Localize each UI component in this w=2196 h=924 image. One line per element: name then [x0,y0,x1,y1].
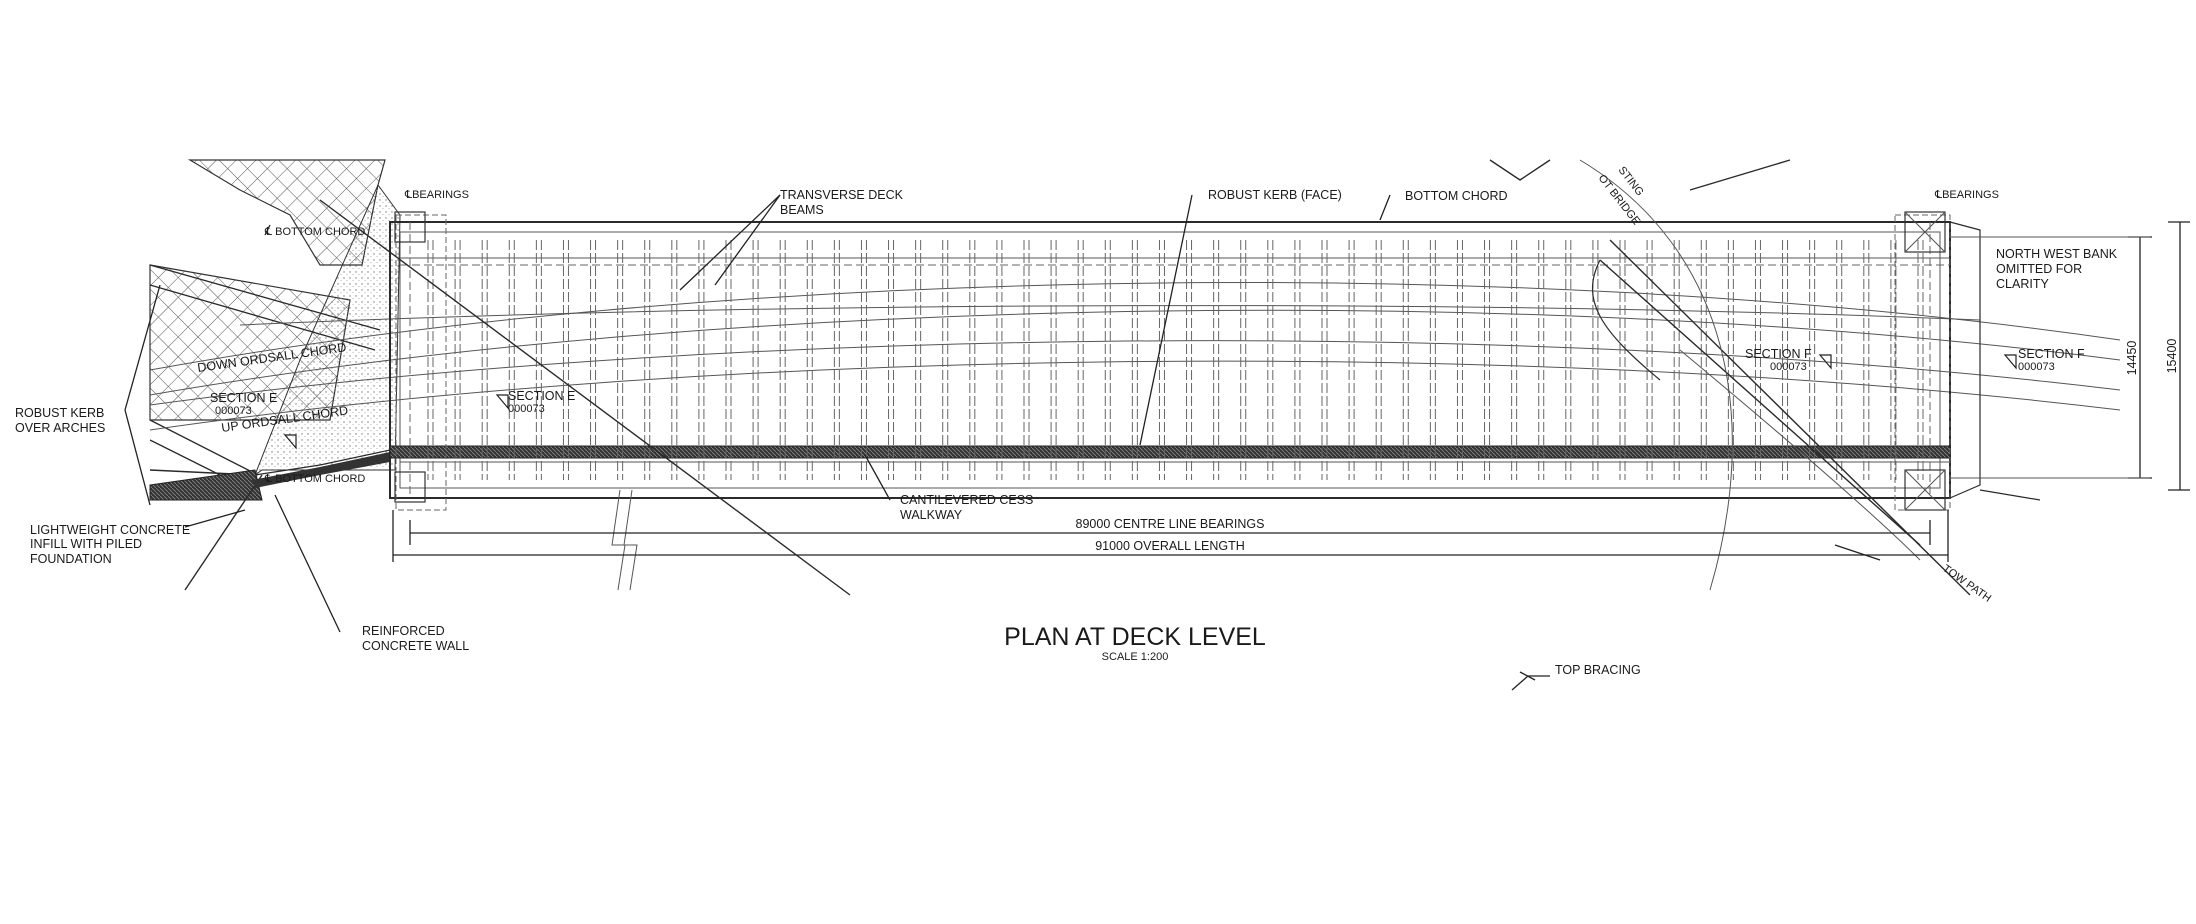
label-section-f-b-ref: 000073 [2018,361,2055,373]
dimension-lines [392,221,2190,562]
label-bearings-right: ℄BEARINGS [1934,189,1999,201]
drawing-title-block: PLAN AT DECK LEVEL SCALE 1:200 [1004,623,1266,663]
label-top-bracing: TOP BRACING [1555,663,1641,677]
label-tow-path: TOW PATH [1940,563,1993,605]
label-reinforced-2: CONCRETE WALL [362,639,469,653]
label-cess-2: WALKWAY [900,508,963,522]
left-abutment-hatch [149,159,401,477]
right-bearings [394,211,2041,511]
dimension-labels: 89000 CENTRE LINE BEARINGS 91000 OVERALL… [1076,339,2179,553]
dim-overall-length: 91000 OVERALL LENGTH [1095,539,1245,553]
diagonal-reference-lines [319,159,1971,596]
label-section-f-a-ref: 000073 [1770,361,1807,373]
drawing-labels: ℄BEARINGS ℄BEARINGS ℄ BOTTOM CHORD ℄ BOT… [15,164,2118,677]
label-section-f-b: SECTION F [2018,347,2085,361]
label-robust-kerb-arches-2: OVER ARCHES [15,421,105,435]
dim-centre-line-bearings: 89000 CENTRE LINE BEARINGS [1076,517,1265,531]
label-north-west-bank-3: CLARITY [1996,277,2049,291]
label-section-e-a: SECTION E [508,389,575,403]
dim-width-outer: 15400 [2165,339,2179,374]
label-leaders [124,194,2017,691]
label-transverse-deck-beams-1: TRANSVERSE DECK [780,188,904,202]
label-lightweight-2: INFILL WITH PILED [30,537,142,551]
label-section-e-b-ref: 000073 [215,405,252,417]
label-section-e-b: SECTION E [210,391,277,405]
label-reinforced-1: REINFORCED [362,624,445,638]
label-cess-1: CANTILEVERED CESS [900,493,1033,507]
label-north-west-bank-2: OMITTED FOR [1996,262,2082,276]
transverse-deck-beams [427,240,1924,480]
label-bottom-chord: BOTTOM CHORD [1405,189,1508,203]
label-transverse-deck-beams-2: BEAMS [780,203,824,217]
left-bank-lines [149,264,391,591]
label-lightweight-1: LIGHTWEIGHT CONCRETE [30,523,190,537]
label-section-e-a-ref: 000073 [508,403,545,415]
label-section-f-a: SECTION F [1745,347,1812,361]
label-bottom-chord-left-top: ℄ BOTTOM CHORD [264,226,365,238]
drawing-title: PLAN AT DECK LEVEL [1004,623,1266,651]
label-bottom-chord-left-bottom: ℄ BOTTOM CHORD [264,473,365,485]
label-robust-kerb-face: ROBUST KERB (FACE) [1208,188,1342,202]
drawing-scale: SCALE 1:200 [1102,651,1169,663]
label-lightweight-3: FOUNDATION [30,552,112,566]
label-bearings-left: ℄BEARINGS [404,189,469,201]
label-robust-kerb-arches-1: ROBUST KERB [15,406,104,420]
dim-width-inner: 14450 [2125,341,2139,376]
label-north-west-bank-1: NORTH WEST BANK [1996,247,2118,261]
